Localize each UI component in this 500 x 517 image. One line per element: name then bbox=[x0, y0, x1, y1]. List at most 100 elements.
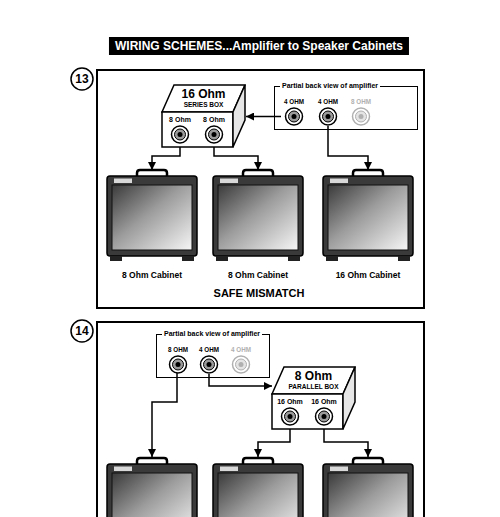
jack-ring bbox=[316, 408, 333, 425]
output-jack: 16 Ohm bbox=[275, 397, 305, 426]
speaker-cabinet bbox=[107, 458, 197, 517]
box-front-face bbox=[272, 394, 343, 429]
jack-hole bbox=[176, 362, 181, 367]
callout-number: 13 bbox=[75, 72, 88, 86]
jack-hole bbox=[212, 132, 217, 137]
text-holder: 16 Ohm bbox=[275, 397, 305, 406]
jack-ring bbox=[353, 108, 370, 125]
cabinet-label: 16 Ohm Cabinet bbox=[320, 270, 416, 281]
speaker-wire bbox=[258, 426, 290, 457]
callout-circle bbox=[71, 320, 93, 342]
text-holder: Partial back view of amplifier bbox=[280, 81, 380, 90]
speaker-wire bbox=[209, 374, 272, 386]
amplifier-back-panel: Partial back view of amplifier8 OHM4 OHM… bbox=[156, 334, 270, 378]
box-front-face bbox=[162, 112, 233, 147]
box-side-face bbox=[343, 367, 355, 429]
impedance-value: 16 Ohm bbox=[168, 87, 239, 101]
output-jack: 4 OHM bbox=[228, 345, 254, 374]
speaker-cabinet bbox=[323, 458, 413, 517]
jack-body bbox=[319, 411, 330, 422]
amplifier-back-panel: Partial back view of amplifier4 OHM4 OHM… bbox=[274, 86, 418, 130]
jack-hole bbox=[207, 362, 212, 367]
box-top-face bbox=[162, 85, 245, 112]
jack-body bbox=[289, 111, 300, 122]
jack-body bbox=[173, 359, 184, 370]
jack-label: 16 Ohm bbox=[275, 397, 305, 406]
jack-label: 4 OHM bbox=[281, 97, 307, 106]
speaker-cabinet bbox=[107, 170, 197, 261]
panel-frame bbox=[97, 322, 424, 517]
jack-ring bbox=[320, 108, 337, 125]
callout-circle bbox=[71, 68, 93, 90]
output-jack: 8 OHM bbox=[348, 97, 374, 126]
jack-ring bbox=[282, 408, 299, 425]
jack-ring bbox=[201, 356, 218, 373]
title-bar: WIRING SCHEMES...Amplifier to Speaker Ca… bbox=[109, 37, 409, 55]
text-holder: 8 Ohm Cabinet bbox=[210, 270, 306, 281]
speaker-wire bbox=[324, 426, 368, 457]
jack-body bbox=[204, 359, 215, 370]
cabinet-label: 8 Ohm Cabinet bbox=[210, 270, 306, 281]
output-jack: 8 Ohm bbox=[199, 115, 229, 144]
jack-label: 16 Ohm bbox=[309, 397, 339, 406]
jack-label: 4 OHM bbox=[228, 345, 254, 354]
jack-hole bbox=[288, 414, 293, 419]
cabinet-label: 8 Ohm Cabinet bbox=[104, 270, 200, 281]
jack-label: 8 OHM bbox=[348, 97, 374, 106]
jack-hole bbox=[322, 414, 327, 419]
jack-body bbox=[323, 111, 334, 122]
speaker-wire bbox=[152, 144, 180, 170]
jack-ring bbox=[172, 126, 189, 143]
callout-number: 14 bbox=[75, 324, 88, 338]
jack-label: 8 OHM bbox=[165, 345, 191, 354]
text-holder: 16 Ohm Cabinet bbox=[320, 270, 416, 281]
jack-ring bbox=[170, 356, 187, 373]
text-holder: 8 Ohm bbox=[199, 115, 229, 124]
text-holder: 16 Ohm bbox=[309, 397, 339, 406]
jack-hole bbox=[292, 114, 297, 119]
text-holder: 4 OHM bbox=[228, 345, 254, 354]
junction-box: 8 OhmPARALLEL BOX 16 Ohm 16 Ohm bbox=[272, 366, 356, 430]
text-holder: 4 OHM bbox=[281, 97, 307, 106]
scheme-caption: SAFE MISMATCH bbox=[214, 287, 305, 299]
speaker-wire bbox=[328, 126, 368, 170]
text-holder: 8 OHM bbox=[165, 345, 191, 354]
speaker-cabinet bbox=[213, 458, 303, 517]
text-holder: 4 OHM bbox=[196, 345, 222, 354]
jack-body bbox=[209, 129, 220, 140]
output-jack: 4 OHM bbox=[315, 97, 341, 126]
speaker-cabinet: 8 Ohm Cabinet bbox=[210, 170, 306, 284]
text-holder: 16 OhmSERIES BOX bbox=[168, 87, 239, 109]
output-jack: 16 Ohm bbox=[309, 397, 339, 426]
speaker-wire bbox=[152, 373, 177, 457]
jack-hole bbox=[359, 114, 364, 119]
output-jack: 8 Ohm bbox=[165, 115, 195, 144]
box-top-face bbox=[272, 367, 355, 394]
text-holder: 8 Ohm Cabinet bbox=[104, 270, 200, 281]
speaker-wire bbox=[214, 144, 258, 170]
jack-label: 4 OHM bbox=[315, 97, 341, 106]
text-holder: 8 OhmPARALLEL BOX bbox=[278, 369, 349, 391]
box-name: SERIES BOX bbox=[168, 101, 239, 109]
panel-frame bbox=[97, 70, 424, 308]
box-side-face bbox=[233, 85, 245, 147]
output-jack: 4 OHM bbox=[196, 345, 222, 374]
speaker-cabinet bbox=[213, 170, 303, 261]
jack-ring bbox=[206, 126, 223, 143]
jack-label: 4 OHM bbox=[196, 345, 222, 354]
speaker-cabinet: 16 Ohm Cabinet bbox=[320, 170, 416, 284]
text-holder: 8 OHM bbox=[348, 97, 374, 106]
speaker-cabinet bbox=[323, 170, 413, 261]
text-holder: Partial back view of amplifier bbox=[162, 329, 262, 338]
junction-box: 16 OhmSERIES BOX 8 Ohm 8 Ohm bbox=[162, 84, 246, 148]
panel-heading: Partial back view of amplifier bbox=[282, 81, 378, 90]
jack-body bbox=[285, 411, 296, 422]
panel-heading: Partial back view of amplifier bbox=[164, 329, 260, 338]
output-jack: 4 OHM bbox=[281, 97, 307, 126]
jack-ring bbox=[286, 108, 303, 125]
jack-body bbox=[175, 129, 186, 140]
output-jack: 8 OHM bbox=[165, 345, 191, 374]
